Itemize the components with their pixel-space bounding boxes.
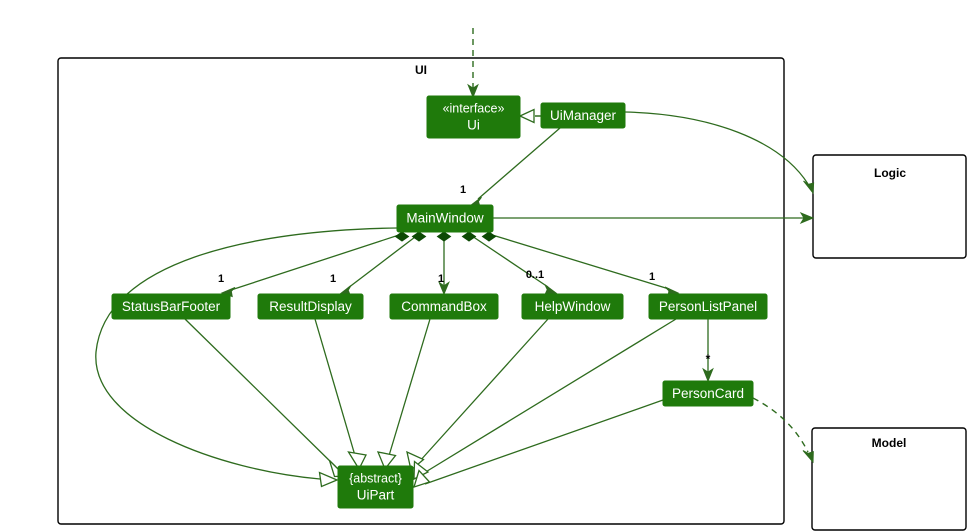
class-ui-interface-stereotype: «interface» <box>443 101 505 115</box>
edge-personcard-model <box>752 397 814 464</box>
package-model-frame <box>811 427 967 531</box>
class-uipart-box[interactable] <box>337 465 414 509</box>
package-ui-frame <box>57 57 785 525</box>
edge-mainwindow-helpwindow: 0..1 <box>461 231 558 296</box>
class-commandbox-name: CommandBox <box>401 299 487 314</box>
class-personcard-name: PersonCard <box>672 386 744 401</box>
multiplicity-uimanager-mainwindow: 1 <box>460 184 466 196</box>
class-personcard[interactable]: PersonCard <box>662 380 754 407</box>
class-uimanager[interactable]: UiManager <box>540 102 626 129</box>
class-uipart[interactable]: {abstract} UiPart <box>337 465 414 509</box>
package-logic: Logic <box>812 154 967 259</box>
edge-mainwindow-logic <box>493 211 815 225</box>
class-ui-interface-box[interactable] <box>426 95 521 139</box>
multiplicity-mainwindow-personlistpanel: 1 <box>649 271 655 283</box>
class-statusbarfooter-name: StatusBarFooter <box>122 299 221 314</box>
class-resultdisplay-box[interactable] <box>257 293 364 320</box>
edge-external-to-ui <box>467 28 479 99</box>
class-mainwindow-name: MainWindow <box>406 211 484 226</box>
class-personlistpanel-name: PersonListPanel <box>659 299 757 314</box>
multiplicity-mainwindow-commandbox: 1 <box>438 273 444 285</box>
edge-mainwindow-personlistpanel: 1 <box>481 231 680 297</box>
package-model-label: Model <box>872 436 907 450</box>
package-model: Model <box>811 427 967 531</box>
class-commandbox[interactable]: CommandBox <box>389 293 499 320</box>
class-uipart-name: UiPart <box>357 488 395 503</box>
class-ui-interface-name: Ui <box>467 118 480 133</box>
package-ui-label: UI <box>415 63 427 77</box>
class-personlistpanel-box[interactable] <box>648 293 768 320</box>
class-statusbarfooter-box[interactable] <box>111 293 231 320</box>
multiplicity-mainwindow-statusbarfooter: 1 <box>218 273 224 285</box>
edge-mainwindow-commandbox: 1 <box>436 231 452 296</box>
edge-uimanager-mainwindow: 1 <box>460 127 561 208</box>
class-mainwindow[interactable]: MainWindow <box>396 204 494 233</box>
edge-personlistpanel-personcard: * <box>702 319 714 383</box>
edge-commandbox-uipart <box>376 318 431 471</box>
edge-mainwindow-resultdisplay: 1 <box>330 231 427 296</box>
class-resultdisplay-name: ResultDisplay <box>269 299 352 314</box>
edge-uimanager-realizes-ui <box>518 108 541 124</box>
edge-resultdisplay-uipart <box>314 318 367 471</box>
package-ui: UI <box>57 57 785 525</box>
edge-personcard-uipart <box>413 399 664 488</box>
class-mainwindow-box[interactable] <box>396 204 494 233</box>
class-uipart-stereotype: {abstract} <box>349 471 402 485</box>
edge-helpwindow-uipart <box>406 318 549 472</box>
edge-uimanager-logic <box>624 111 815 195</box>
edge-mainwindow-uipart <box>95 227 398 488</box>
edge-statusbarfooter-uipart <box>184 318 347 478</box>
edge-personlistpanel-uipart <box>413 318 677 481</box>
class-helpwindow-name: HelpWindow <box>535 299 611 314</box>
class-helpwindow-box[interactable] <box>521 293 624 320</box>
class-helpwindow[interactable]: HelpWindow <box>521 293 624 320</box>
class-statusbarfooter[interactable]: StatusBarFooter <box>111 293 231 320</box>
package-logic-frame <box>812 154 967 259</box>
multiplicity-personlistpanel-personcard: * <box>706 352 711 366</box>
class-personlistpanel[interactable]: PersonListPanel <box>648 293 768 320</box>
class-commandbox-box[interactable] <box>389 293 499 320</box>
multiplicity-mainwindow-resultdisplay: 1 <box>330 273 336 285</box>
class-uimanager-name: UiManager <box>550 108 617 123</box>
class-resultdisplay[interactable]: ResultDisplay <box>257 293 364 320</box>
package-logic-label: Logic <box>874 166 906 180</box>
multiplicity-mainwindow-helpwindow: 0..1 <box>526 269 544 281</box>
class-uimanager-box[interactable] <box>540 102 626 129</box>
class-personcard-box[interactable] <box>662 380 754 407</box>
class-ui-interface[interactable]: «interface» Ui <box>426 95 521 139</box>
